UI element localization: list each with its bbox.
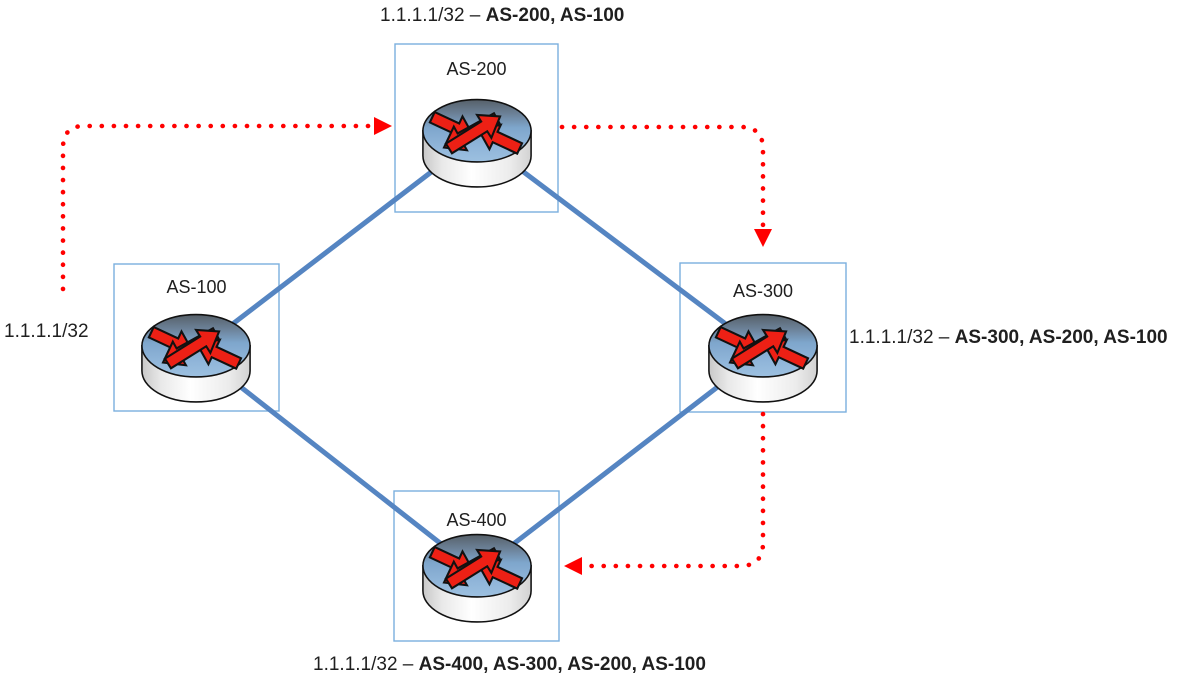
as-path-text: AS-400, AS-300, AS-200, AS-100 (418, 654, 706, 675)
router-icon-as400 (421, 533, 533, 623)
link-as100-as400 (193, 349, 480, 575)
node-label-as400: AS-400 (446, 510, 507, 530)
router-icon-as200 (421, 98, 533, 188)
route-advertisement-arrows (60, 117, 772, 575)
link-as100-as200 (193, 134, 480, 355)
prefix-text: 1.1.1.1/32 (4, 321, 89, 342)
node-label-as100: AS-100 (166, 277, 227, 297)
router-icon-as100 (140, 313, 252, 403)
router-icon-as300 (707, 313, 819, 403)
router-icons (140, 98, 819, 623)
route-label-as200: 1.1.1.1/32 – AS-200, AS-100 (380, 5, 624, 27)
route-label-origin: 1.1.1.1/32 (4, 321, 89, 343)
peering-links (193, 134, 766, 575)
route-arrow-as200-to-as300 (559, 124, 772, 247)
route-arrow-as300-to-as400 (564, 411, 766, 575)
node-label-as300: AS-300 (732, 281, 794, 301)
as-path-text: AS-300, AS-200, AS-100 (954, 327, 1168, 348)
prefix-text: 1.1.1.1/32 – (313, 654, 419, 675)
as-path-text: AS-200, AS-100 (485, 5, 625, 26)
node-label-as200: AS-200 (446, 59, 507, 79)
link-as200-as300 (474, 134, 766, 355)
arrowhead-right-icon (374, 117, 392, 135)
route-label-as400: 1.1.1.1/32 – AS-400, AS-300, AS-200, AS-… (313, 654, 706, 676)
link-as300-as400 (474, 349, 766, 575)
route-arrow-origin-to-as200 (60, 117, 392, 292)
arrowhead-down-icon (754, 229, 772, 247)
route-label-as300: 1.1.1.1/32 – AS-300, AS-200, AS-100 (849, 327, 1168, 349)
prefix-text: 1.1.1.1/32 – (380, 5, 486, 26)
arrowhead-left-icon (564, 557, 582, 575)
prefix-text: 1.1.1.1/32 – (849, 327, 955, 348)
